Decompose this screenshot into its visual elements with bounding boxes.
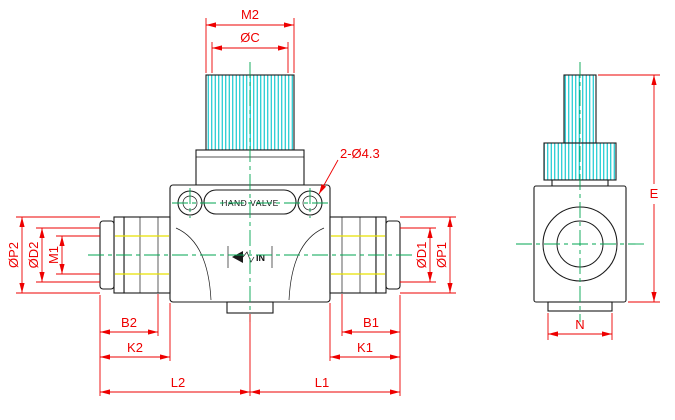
dim-e: E [650, 75, 659, 302]
dim-d1: ØD1 [414, 228, 433, 282]
dim-k2: K2 [100, 340, 170, 360]
dim-b2: B2 [100, 315, 158, 335]
dim-holes: 2-Ø4.3 [318, 146, 380, 195]
dim-label-m2: M2 [241, 7, 259, 22]
dim-label-l1: L1 [315, 375, 329, 390]
dim-m2: M2 [206, 7, 294, 28]
dim-p1: ØP1 [434, 217, 453, 293]
flow-in-label: IN [256, 253, 265, 263]
dim-label-e: E [650, 186, 659, 201]
internal-cavity-lines [175, 227, 325, 301]
dim-b1: B1 [342, 315, 400, 335]
dim-label-p1: ØP1 [434, 242, 449, 268]
dim-label-holes: 2-Ø4.3 [340, 146, 380, 161]
dim-label-d2: ØD2 [26, 242, 41, 269]
dim-label-k1: K1 [357, 340, 373, 355]
dim-label-k2: K2 [127, 340, 143, 355]
dim-d2: ØD2 [26, 228, 45, 282]
dim-k1: K1 [330, 340, 400, 360]
dim-p2: ØP2 [6, 217, 25, 293]
dim-l2: L2 [100, 375, 250, 395]
side-view: E N [516, 62, 660, 340]
flow-direction-symbol: IN [232, 251, 265, 263]
flow-arrow-icon [232, 251, 243, 263]
dim-label-b2: B2 [121, 315, 137, 330]
dim-label-m1: M1 [46, 246, 61, 264]
dim-label-p2: ØP2 [6, 242, 21, 268]
dim-label-b1: B1 [363, 315, 379, 330]
dim-label-c: ØC [240, 30, 260, 45]
front-centerlines [88, 62, 412, 322]
dim-n: N [548, 317, 612, 337]
bore-highlight-lines [115, 235, 385, 275]
dim-label-d1: ØD1 [414, 242, 429, 269]
dim-label-l2: L2 [171, 375, 185, 390]
dim-l1: L1 [250, 375, 400, 395]
side-centerlines [516, 62, 644, 322]
dim-label-n: N [575, 317, 584, 332]
dim-m1: M1 [46, 236, 65, 274]
dim-c: ØC [212, 30, 288, 51]
front-view: HAND VALVE [6, 7, 456, 396]
